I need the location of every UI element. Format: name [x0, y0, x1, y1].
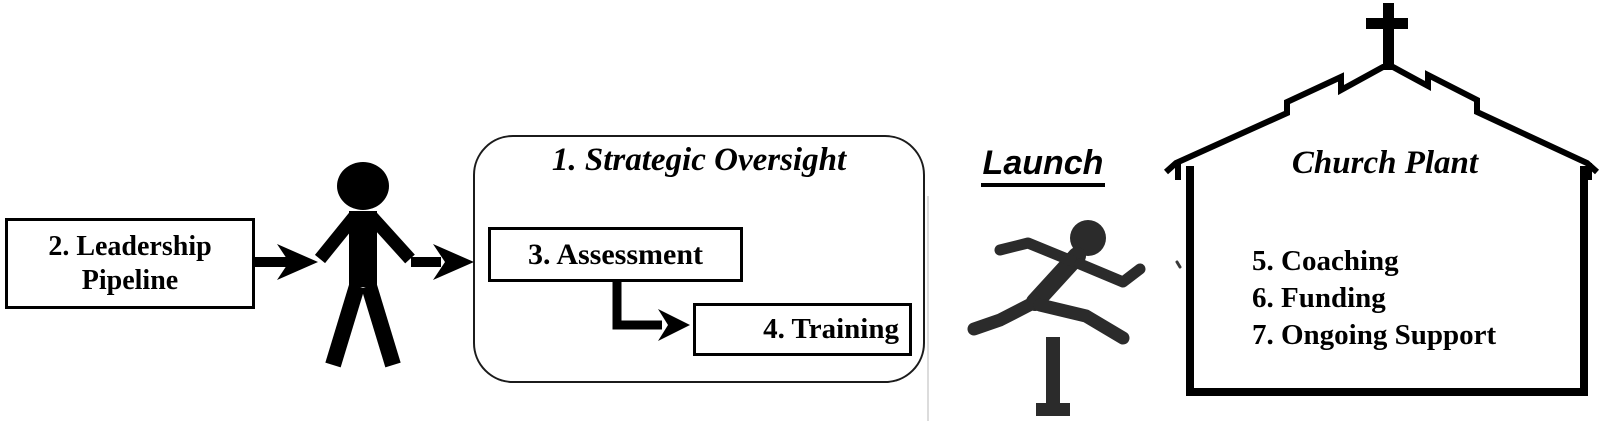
arrow-right-icon: [253, 244, 318, 280]
elbow-arrow-icon: [612, 282, 690, 341]
clipart-edge-line: [927, 196, 929, 421]
arrow-right-icon: [411, 244, 474, 280]
training-box: 4. Training: [693, 303, 912, 356]
leadership-pipeline-line2: Pipeline: [81, 264, 179, 296]
cross-icon: [1366, 3, 1408, 67]
leadership-pipeline-box: 2. Leadership Pipeline: [5, 218, 255, 309]
church-plant-items: 5. Coaching 6. Funding 7. Ongoing Suppor…: [1252, 243, 1496, 354]
list-item: 5. Coaching: [1252, 245, 1399, 277]
church-plant-title: Church Plant: [1291, 145, 1479, 181]
strategic-oversight-title: 1. Strategic Oversight: [551, 142, 847, 178]
person-icon: [314, 162, 415, 368]
hurdle-icon: [1036, 337, 1070, 416]
hurdler-icon: [967, 220, 1146, 345]
assessment-box: 3. Assessment: [488, 227, 743, 282]
list-item: 7. Ongoing Support: [1252, 319, 1497, 351]
stray-mark: [1175, 260, 1182, 269]
leadership-pipeline-line1: 2. Leadership: [48, 230, 212, 262]
launch-label: Launch: [958, 144, 1128, 187]
list-item: 6. Funding: [1252, 282, 1386, 314]
